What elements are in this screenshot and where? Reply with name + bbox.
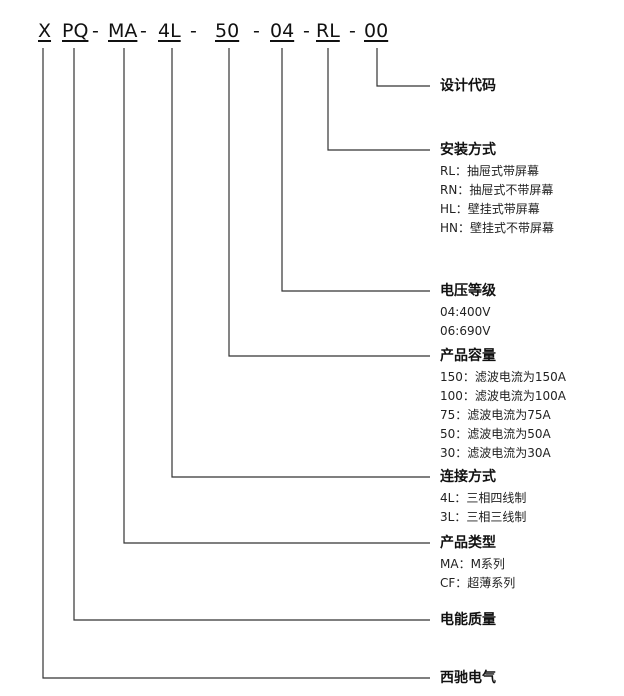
connection-option: 3L：三相三线制 bbox=[440, 510, 527, 524]
code-segment-connection: 4L bbox=[158, 20, 181, 42]
install-option: HL：壁挂式带屏幕 bbox=[440, 202, 540, 216]
section-title-design: 设计代码 bbox=[440, 78, 496, 94]
connector-install bbox=[327, 48, 430, 151]
code-dash: - bbox=[140, 20, 147, 42]
connector-voltage bbox=[281, 48, 430, 292]
section-title-quality: 电能质量 bbox=[440, 612, 496, 628]
connector-design bbox=[376, 48, 430, 87]
code-dash: - bbox=[349, 20, 356, 42]
code-dash: - bbox=[253, 20, 260, 42]
code-segment-install: RL bbox=[316, 20, 340, 42]
code-dash: - bbox=[303, 20, 310, 42]
connection-option: 4L：三相四线制 bbox=[440, 491, 527, 505]
section-title-type: 产品类型 bbox=[440, 535, 496, 551]
code-segment-capacity: 50 bbox=[215, 20, 240, 42]
section-title-connection: 连接方式 bbox=[440, 469, 496, 485]
code-dash: - bbox=[190, 20, 197, 42]
connector-brand bbox=[42, 48, 430, 679]
type-option: CF：超薄系列 bbox=[440, 576, 516, 590]
install-option: HN：壁挂式不带屏幕 bbox=[440, 221, 555, 235]
capacity-option: 75：滤波电流为75A bbox=[440, 408, 551, 422]
section-title-capacity: 产品容量 bbox=[440, 348, 496, 364]
code-segment-design: 00 bbox=[364, 20, 389, 42]
section-title-brand: 西驰电气 bbox=[440, 670, 496, 686]
voltage-option: 04:400V bbox=[440, 305, 491, 319]
connector-quality bbox=[73, 48, 430, 621]
capacity-option: 50：滤波电流为50A bbox=[440, 427, 551, 441]
connector-capacity bbox=[228, 48, 430, 357]
install-option: RL：抽屉式带屏幕 bbox=[440, 164, 540, 178]
voltage-option: 06:690V bbox=[440, 324, 491, 338]
capacity-option: 150：滤波电流为150A bbox=[440, 370, 567, 384]
section-title-install: 安装方式 bbox=[440, 142, 496, 158]
capacity-option: 30：滤波电流为30A bbox=[440, 446, 551, 460]
install-option: RN：抽屉式不带屏幕 bbox=[440, 183, 554, 197]
section-title-voltage: 电压等级 bbox=[440, 283, 496, 299]
capacity-option: 100：滤波电流为100A bbox=[440, 389, 567, 403]
connector-connection bbox=[171, 48, 430, 478]
code-segment-type: MA bbox=[108, 20, 138, 42]
code-dash: - bbox=[92, 20, 99, 42]
type-option: MA：M系列 bbox=[440, 557, 505, 571]
code-segment-voltage: 04 bbox=[270, 20, 295, 42]
code-segment-brand: X bbox=[38, 20, 52, 42]
code-segment-quality: PQ bbox=[62, 20, 89, 42]
connector-type bbox=[123, 48, 430, 544]
